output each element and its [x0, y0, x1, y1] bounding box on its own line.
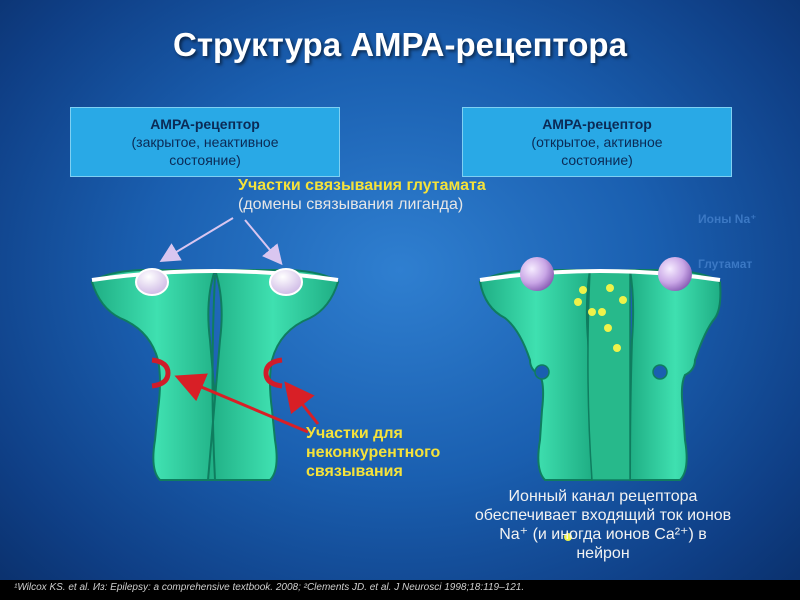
- glutamate-sites-label: Участки связывания глутамата (домены свя…: [238, 176, 486, 214]
- open-receptor: [478, 257, 722, 541]
- closed-receptor-right-subunit: [206, 269, 340, 481]
- slide-title: Структура АМРА-рецептора: [173, 26, 627, 63]
- closed-glutamate-pocket-right: [269, 268, 303, 296]
- channel-line1: Ионный канал рецептора: [508, 488, 698, 505]
- open-receptor-right-subunit: [628, 269, 722, 481]
- noncompetitive-arrow-right: [284, 381, 320, 425]
- noncompetitive-line3: связывания: [306, 463, 403, 480]
- noncompetitive-line2: неконкурентного: [306, 444, 441, 461]
- references-footer: ¹Wilcox KS. et al. Из: Epilepsy: a compr…: [0, 580, 800, 600]
- closed-membrane-top: [91, 269, 339, 282]
- noncompetitive-line1: Участки для: [306, 425, 403, 442]
- closed-receptor-left-subunit: [90, 269, 224, 481]
- channel-line2: обеспечивает входящий ток ионов: [474, 507, 732, 524]
- open-channel-pore: [587, 269, 631, 481]
- glutamate-arrow-right: [244, 219, 283, 266]
- channel-line3: Na⁺ (и иногда ионов Ca²⁺) в: [499, 526, 707, 543]
- closed-glutamate-pocket-left: [135, 268, 169, 296]
- closed-channel-center: [211, 274, 216, 481]
- open-noncompetitive-notch-left: [534, 364, 550, 380]
- closed-noncompetitive-site-right: [263, 357, 283, 389]
- open-state-head: АМРА-рецептор: [542, 116, 652, 132]
- glutamate-sites-line2: (домены связывания лиганда): [238, 196, 464, 213]
- closed-state-line1: (закрытое, неактивное: [131, 134, 279, 150]
- glutamate-dot: [604, 324, 612, 332]
- glutamate-arrow-left: [159, 217, 234, 263]
- noncompetitive-arrow-left: [174, 373, 309, 434]
- closed-receptor: [90, 268, 340, 481]
- glutamate-dot: [598, 308, 606, 316]
- open-noncompetitive-notch-right: [652, 364, 668, 380]
- glutamate-dot: [574, 298, 582, 306]
- glutamate-legend-label: Глутамат: [698, 257, 753, 271]
- closed-state-line2: состояние): [169, 152, 241, 168]
- glutamate-dot: [613, 344, 621, 352]
- ions-legend-label: Ионы Na⁺: [698, 212, 757, 226]
- glutamate-dot: [606, 284, 614, 292]
- open-state-box: АМРА-рецептор (открытое, активное состоя…: [462, 107, 732, 177]
- glutamate-sites-line1: Участки связывания глутамата: [238, 177, 486, 194]
- open-ion-sphere-left: [520, 257, 554, 291]
- open-state-line1: (открытое, активное: [531, 134, 663, 150]
- open-receptor-left-subunit: [478, 269, 594, 481]
- glutamate-dot: [564, 533, 572, 541]
- closed-state-box: АМРА-рецептор (закрытое, неактивное сост…: [70, 107, 340, 177]
- closed-noncompetitive-site-left: [151, 357, 171, 389]
- glutamate-dot: [619, 296, 627, 304]
- open-ion-sphere-right: [658, 257, 692, 291]
- noncompetitive-sites-label: Участки для неконкурентного связывания: [306, 424, 440, 481]
- glutamate-dot: [588, 308, 596, 316]
- channel-line4: нейрон: [576, 545, 630, 562]
- open-state-line2: состояние): [561, 152, 633, 168]
- glutamate-dot: [579, 286, 587, 294]
- closed-state-head: АМРА-рецептор: [150, 116, 260, 132]
- ion-channel-description: Ионный канал рецептора обеспечивает вход…: [428, 487, 778, 563]
